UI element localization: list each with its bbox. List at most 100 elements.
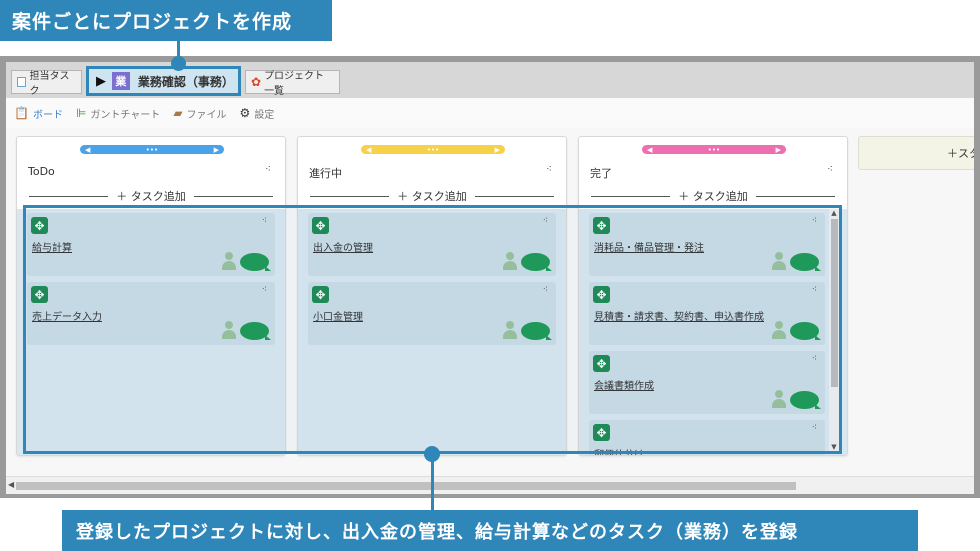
comment-icon[interactable] xyxy=(521,322,552,340)
task-card[interactable]: ✥ ⁖ 見積書・請求書、契約書、申込書作成 xyxy=(589,282,825,345)
column-scrollbar[interactable]: ▲ ▼ xyxy=(829,209,839,451)
comment-icon[interactable] xyxy=(790,253,821,271)
task-card[interactable]: ✥ ⁖ 小口金管理 xyxy=(308,282,556,345)
comment-icon[interactable] xyxy=(240,253,271,271)
dots-menu-icon[interactable]: ⁖ xyxy=(811,216,817,226)
move-icon[interactable]: ✥ xyxy=(312,286,329,303)
dots-menu-icon[interactable]: ⁖ xyxy=(261,285,267,295)
play-icon: ▶ xyxy=(96,73,106,89)
person-icon[interactable] xyxy=(772,252,786,270)
scroll-down-icon[interactable]: ▼ xyxy=(831,443,837,451)
comment-icon[interactable] xyxy=(790,322,821,340)
comment-icon[interactable] xyxy=(240,322,271,340)
scroll-up-icon[interactable]: ▲ xyxy=(831,209,837,217)
column-title: 進行中 xyxy=(309,167,342,180)
comment-icon[interactable] xyxy=(790,391,821,409)
card-list: ✥ ⁖ 給与計算 ✥ ⁖ 売上データ入力 xyxy=(17,209,285,455)
view-gantt[interactable]: ⊫ ガントチャート xyxy=(76,106,160,121)
person-icon[interactable] xyxy=(222,252,236,270)
view-file-label: ファイル xyxy=(186,109,227,121)
column-drag-handle[interactable]: ◀•••▶ xyxy=(80,145,224,154)
bottom-callout-dot xyxy=(424,446,440,462)
person-icon[interactable] xyxy=(772,321,786,339)
tab-bar: 担当タスク ▶ 業 業務確認（事務） ✿ プロジェクト一覧 xyxy=(6,62,974,98)
column-in-progress: ◀•••▶ 進行中 ⁖ ＋ タスク追加 ✥ ⁖ 出入金の管理 xyxy=(297,136,567,456)
top-callout-connector xyxy=(177,41,180,63)
move-icon[interactable]: ✥ xyxy=(31,286,48,303)
clipboard-icon: 📋 xyxy=(14,106,29,120)
task-title[interactable]: 給与計算 xyxy=(32,243,72,254)
move-icon[interactable]: ✥ xyxy=(593,217,610,234)
add-task-button[interactable]: ＋ タスク追加 xyxy=(678,190,748,203)
dots-menu-icon[interactable]: ⁖ xyxy=(811,354,817,364)
add-column-button[interactable]: ＋ スタ xyxy=(858,136,974,170)
add-task-label: タスク追加 xyxy=(692,190,748,203)
add-task-button[interactable]: ＋ タスク追加 xyxy=(397,190,467,203)
add-task-row: ＋ タスク追加 xyxy=(29,188,273,204)
column-todo: ◀•••▶ ToDo ⁖ ＋ タスク追加 ✥ ⁖ 給与計算 xyxy=(16,136,286,456)
dots-menu-icon[interactable]: ⁖ xyxy=(546,164,552,175)
task-title[interactable]: 消耗品・備品管理・発注 xyxy=(594,243,704,254)
tab-current-project-label: 業務確認（事務） xyxy=(137,74,234,89)
task-title[interactable]: 見積書・請求書、契約書、申込書作成 xyxy=(594,312,764,323)
move-icon[interactable]: ✥ xyxy=(593,424,610,441)
column-drag-handle[interactable]: ◀•••▶ xyxy=(361,145,505,154)
move-icon[interactable]: ✥ xyxy=(593,286,610,303)
column-title: 完了 xyxy=(590,167,612,180)
task-title[interactable]: 出入金の管理 xyxy=(313,243,373,254)
add-task-button[interactable]: ＋ タスク追加 xyxy=(116,190,186,203)
tab-project-list[interactable]: ✿ プロジェクト一覧 xyxy=(245,70,340,97)
move-icon[interactable]: ✥ xyxy=(312,217,329,234)
dots-menu-icon[interactable]: ⁖ xyxy=(827,164,833,175)
task-card[interactable]: ✥ ⁖ 出入金の管理 xyxy=(308,213,556,276)
bottom-callout-connector xyxy=(431,455,434,515)
column-drag-handle[interactable]: ◀•••▶ xyxy=(642,145,786,154)
task-card[interactable]: ✥ ⁖ 給与計算 xyxy=(27,213,275,276)
dots-menu-icon[interactable]: ⁖ xyxy=(542,285,548,295)
view-settings-label: 設定 xyxy=(254,109,275,121)
person-icon[interactable] xyxy=(503,321,517,339)
top-callout: 案件ごとにプロジェクトを作成 xyxy=(0,0,332,41)
view-board[interactable]: 📋 ボード xyxy=(14,106,63,121)
folder-icon: ▰ xyxy=(173,106,183,120)
view-settings[interactable]: ⚙ 設定 xyxy=(240,106,275,121)
bottom-callout-text: 登録したプロジェクトに対し、出入金の管理、給与計算などのタスク（業務）を登録 xyxy=(76,521,798,543)
scroll-left-icon[interactable]: ◀ xyxy=(8,480,15,489)
app-content: 担当タスク ▶ 業 業務確認（事務） ✿ プロジェクト一覧 📋 ボード ⊫ ガン… xyxy=(6,62,974,494)
dots-menu-icon[interactable]: ⁖ xyxy=(811,423,817,433)
view-board-label: ボード xyxy=(32,109,63,121)
task-card[interactable]: ✥ ⁖ 売上データ入力 xyxy=(27,282,275,345)
task-title[interactable]: 会議書類作成 xyxy=(594,381,654,392)
task-title[interactable]: 小口金管理 xyxy=(313,312,363,323)
tab-current-project[interactable]: ▶ 業 業務確認（事務） xyxy=(86,66,241,96)
view-switcher: 📋 ボード ⊫ ガントチャート ▰ ファイル ⚙ 設定 xyxy=(6,98,974,128)
checkbox-icon xyxy=(17,77,27,87)
task-card[interactable]: ✥ ⁖ 消耗品・備品管理・発注 xyxy=(589,213,825,276)
app-window: 担当タスク ▶ 業 業務確認（事務） ✿ プロジェクト一覧 📋 ボード ⊫ ガン… xyxy=(0,56,980,498)
dots-menu-icon[interactable]: ⁖ xyxy=(811,285,817,295)
horizontal-scrollbar[interactable]: ◀ xyxy=(6,476,974,494)
scrollbar-thumb[interactable] xyxy=(831,219,838,387)
add-task-row: ＋ タスク追加 xyxy=(310,188,554,204)
scrollbar-thumb[interactable] xyxy=(16,482,796,490)
dots-menu-icon[interactable]: ⁖ xyxy=(542,216,548,226)
top-callout-dot xyxy=(171,56,186,71)
person-icon[interactable] xyxy=(503,252,517,270)
comment-icon[interactable] xyxy=(521,253,552,271)
tab-assigned-tasks[interactable]: 担当タスク xyxy=(11,70,82,97)
gantt-icon: ⊫ xyxy=(75,106,87,120)
dots-menu-icon[interactable]: ⁖ xyxy=(261,216,267,226)
view-gantt-label: ガントチャート xyxy=(90,109,161,121)
person-icon[interactable] xyxy=(222,321,236,339)
task-title[interactable]: 売上データ入力 xyxy=(32,312,102,323)
move-icon[interactable]: ✥ xyxy=(593,355,610,372)
gear-icon: ⚙ xyxy=(239,106,251,120)
add-task-label: タスク追加 xyxy=(411,190,467,203)
person-icon[interactable] xyxy=(772,390,786,408)
view-file[interactable]: ▰ ファイル xyxy=(173,106,226,121)
top-callout-text: 案件ごとにプロジェクトを作成 xyxy=(12,11,293,33)
dots-menu-icon[interactable]: ⁖ xyxy=(265,164,271,175)
move-icon[interactable]: ✥ xyxy=(31,217,48,234)
add-task-row: ＋ タスク追加 xyxy=(591,188,835,204)
task-card[interactable]: ✥ ⁖ 会議書類作成 xyxy=(589,351,825,414)
